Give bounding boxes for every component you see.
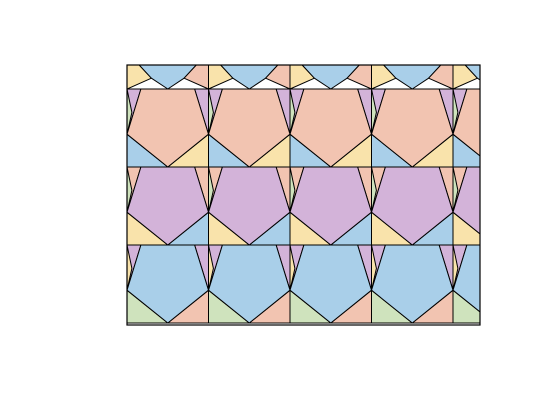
pentagon — [127, 244, 209, 324]
side-sliver — [371, 88, 377, 135]
corner-triangle — [521, 167, 535, 212]
pentagon — [289, 244, 372, 324]
corner-triangle — [494, 290, 535, 323]
pentagon — [289, 88, 372, 168]
side-sliver — [452, 88, 459, 135]
strip-triangle — [220, 65, 279, 90]
pentagon — [371, 88, 454, 168]
pentagon — [452, 88, 480, 157]
pentagon — [127, 166, 209, 246]
strip-triangle — [510, 65, 534, 89]
pentagon — [208, 166, 291, 246]
side-sliver — [452, 244, 459, 291]
side-sliver — [208, 88, 214, 135]
pentagon — [371, 244, 454, 324]
side-sliver — [208, 166, 214, 213]
side-sliver — [371, 166, 377, 213]
side-sliver — [289, 166, 296, 213]
corner-triangle — [494, 212, 535, 245]
strip-triangle — [383, 65, 442, 90]
pentagon — [452, 244, 480, 313]
tile-group — [127, 65, 535, 324]
side-sliver — [127, 166, 133, 213]
pentagon — [371, 166, 454, 246]
pentagon — [208, 88, 291, 168]
side-sliver — [371, 244, 377, 291]
pentagon — [452, 166, 480, 235]
corner-triangle — [521, 89, 535, 134]
pentagon — [208, 244, 291, 324]
strip-triangle — [138, 65, 197, 90]
corner-triangle — [494, 134, 535, 167]
strip-triangle — [464, 65, 480, 81]
side-sliver — [289, 88, 296, 135]
side-sliver — [452, 166, 459, 213]
tiling-border — [126, 64, 481, 326]
side-sliver — [289, 244, 296, 291]
strip-triangle — [301, 65, 360, 90]
side-sliver — [208, 244, 214, 291]
side-sliver — [127, 88, 133, 135]
pentagon — [289, 166, 372, 246]
corner-triangle — [521, 245, 535, 290]
side-sliver — [127, 244, 133, 291]
pentagon — [127, 88, 209, 168]
